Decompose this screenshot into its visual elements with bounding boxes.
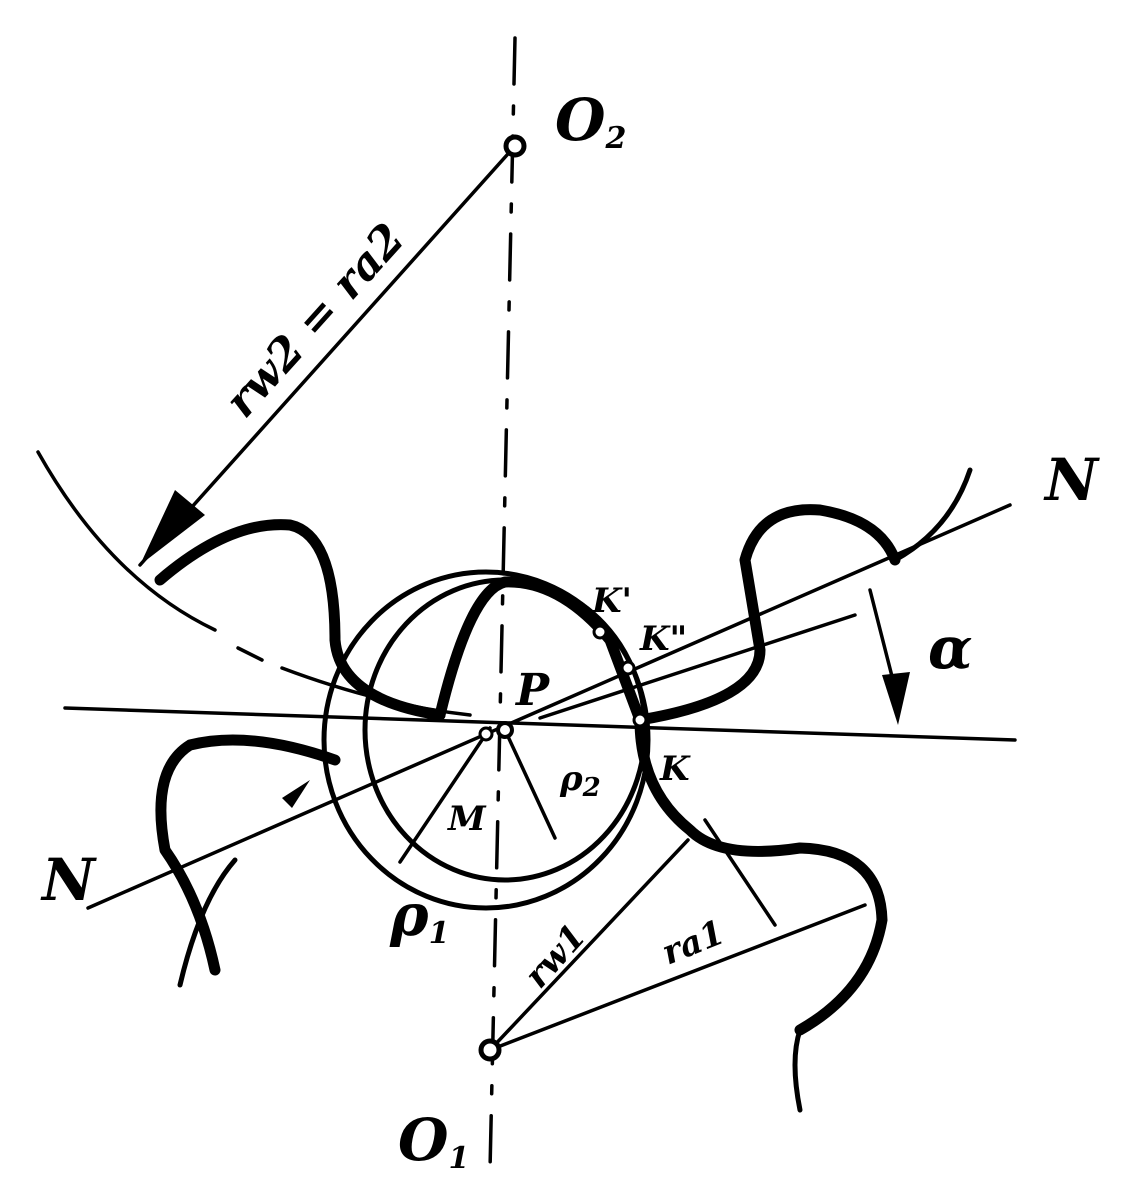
- point-k2: [620, 660, 636, 676]
- label-o2-sub: 2: [605, 121, 627, 156]
- tooth-right-upper: [634, 504, 901, 726]
- radius-ra1: [488, 903, 867, 1052]
- label-rw1: rw1: [517, 917, 594, 996]
- pitch-arc-gear2: [36, 450, 217, 632]
- point-k: [632, 712, 648, 728]
- radius-ra1-tick: [703, 818, 777, 927]
- radius-rw2-arrowhead: [140, 490, 205, 565]
- point-o2: [503, 134, 527, 158]
- radius-rw2: [138, 144, 517, 567]
- center-line-vertical: [488, 36, 517, 1172]
- label-rho2-sub: 2: [582, 773, 601, 803]
- point-k-prime: [592, 624, 608, 640]
- tooth-right-tail: [892, 467, 973, 563]
- label-m: M: [447, 799, 487, 839]
- tooth-left-lower-cross: [177, 857, 238, 988]
- label-rho1: ρ1: [389, 881, 449, 951]
- circle-inner-outer: [321, 569, 651, 911]
- point-m: [478, 726, 494, 742]
- label-k-prime: K': [591, 581, 632, 621]
- label-alpha: α: [928, 614, 973, 682]
- label-rho2: ρ2: [559, 759, 601, 803]
- label-o1: O1: [398, 1106, 469, 1176]
- arrow-n-left: [282, 780, 310, 808]
- label-k-double: K": [639, 619, 687, 659]
- point-p: [496, 721, 514, 739]
- tooth-right-lower-tail: [792, 1027, 803, 1113]
- radius-rw1: [488, 838, 690, 1052]
- radius-rho2: [503, 728, 557, 840]
- pitch-arc-gear2-dash: [236, 646, 264, 662]
- label-k: K: [659, 749, 691, 789]
- tooth-centre-upper: [434, 576, 646, 726]
- label-rw2-eq-ra2: rw2 = ra2: [215, 214, 414, 428]
- label-ra1: ra1: [656, 912, 730, 973]
- horizontal-line: [63, 706, 1017, 742]
- tooth-left-lower: [155, 734, 341, 976]
- label-n-left: N: [40, 846, 97, 914]
- label-o2: O2: [555, 86, 626, 156]
- label-o1-sub: 1: [449, 1141, 470, 1176]
- alpha-arc: [868, 588, 900, 702]
- point-o1: [478, 1038, 502, 1062]
- label-rho1-sub: 1: [429, 916, 450, 951]
- tooth-right-lower: [634, 714, 888, 1036]
- tooth-left-upper: [154, 519, 446, 721]
- line-of-action-nn: [86, 503, 1012, 910]
- label-n-right: N: [1043, 446, 1100, 514]
- radius-rho1: [398, 726, 492, 864]
- n-short-line: [538, 613, 857, 720]
- label-p: P: [514, 665, 551, 716]
